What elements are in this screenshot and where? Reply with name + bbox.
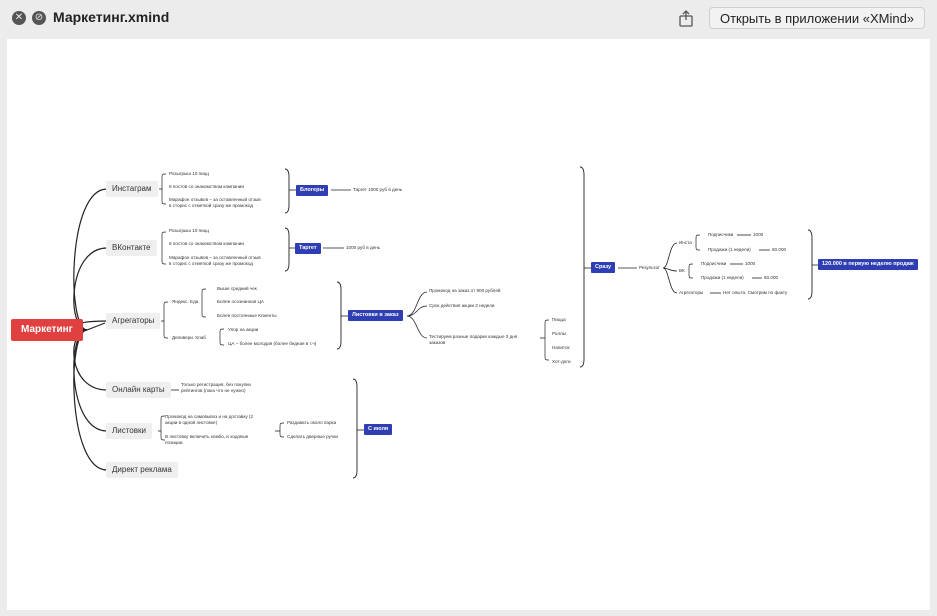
aggregators-note[interactable]: Нет опыта. Смотрим по факту (723, 290, 788, 295)
connector-line (688, 263, 694, 279)
connector-line (284, 168, 290, 214)
connector-line (201, 288, 207, 318)
connector-line (73, 247, 108, 331)
connector-line (336, 281, 342, 350)
branch-vkontakte[interactable]: ВКонтакте (106, 240, 157, 256)
yandex-item[interactable]: Более осознанная ЦА (217, 299, 264, 304)
vk-item[interactable]: Розыгрыш 10 пицц (169, 228, 209, 233)
vk-sales[interactable]: Продажи (1 недели) (701, 275, 744, 280)
gift-item[interactable]: Роллы (552, 331, 566, 336)
insta-sales[interactable]: Продажи (1 недели) (708, 247, 751, 252)
root-topic[interactable]: Маркетинг (11, 319, 83, 341)
online-maps-note[interactable]: Только регистрация, без покупки рейтинго… (181, 382, 251, 393)
result-insta[interactable]: Инста (679, 240, 692, 245)
connector-line (161, 231, 167, 265)
summary-leaflets-in-order[interactable]: Листовки в заказ (348, 310, 403, 321)
connector-line (807, 229, 813, 300)
connector-line (352, 378, 358, 479)
instagram-item[interactable]: Розыгрыш 10 пицц (169, 171, 209, 176)
close-icon[interactable]: ✕ (12, 11, 26, 25)
branch-online-maps[interactable]: Онлайн карты (106, 382, 171, 398)
connector-line (579, 166, 585, 368)
summary-target[interactable]: Таргет (295, 243, 321, 254)
branch-direct-ads[interactable]: Директ реклама (106, 462, 178, 478)
insta-subscribers[interactable]: Подписчики (708, 232, 734, 237)
share-icon[interactable] (677, 9, 695, 27)
instagram-note[interactable]: Таргет 1000 руб в день (353, 187, 403, 192)
block-icon[interactable]: ⊘ (32, 11, 46, 25)
summary-immediately[interactable]: Сразу (591, 262, 616, 273)
connector-line (662, 267, 678, 272)
vk-subscribers[interactable]: Подписчики (701, 261, 727, 266)
vk-item[interactable]: Марафон отзывов – за оставленный отзыв в… (169, 255, 261, 266)
gift-item[interactable]: Хот-доги (552, 359, 571, 364)
aggregator-delivery[interactable]: Деливери. Клаб (172, 335, 206, 340)
connector-line (163, 301, 169, 339)
vk-sales-value[interactable]: 60.000 (764, 275, 779, 280)
open-in-xmind-button[interactable]: Открыть в приложении «XMind» (709, 7, 925, 29)
connector-line (662, 267, 678, 294)
insta-subscribers-value[interactable]: 1000 (753, 232, 764, 237)
branch-instagram[interactable]: Инстаграм (106, 181, 158, 197)
connector-line (161, 173, 167, 205)
yandex-item[interactable]: Выше средний чек (217, 286, 257, 291)
summary-final-sales[interactable]: 120.000 в первую неделю продаж (818, 259, 918, 270)
gift-item[interactable]: Напиток (552, 345, 570, 350)
result-aggregators[interactable]: Агрегаторы (679, 290, 704, 295)
connector-line (406, 305, 428, 317)
leaflets-item[interactable]: Промокод на самовывоз и на доставку (2 а… (165, 414, 254, 425)
vk-note[interactable]: 1000 руб в день (346, 245, 381, 250)
delivery-item[interactable]: Упор на акции (228, 327, 259, 332)
result-topic[interactable]: Результат (639, 265, 660, 270)
connector-line (406, 315, 428, 339)
leaflets-action[interactable]: Раздавать около парка (287, 420, 337, 425)
insta-sales-value[interactable]: 60.000 (772, 247, 787, 252)
leaflets-item[interactable]: В листовку включить комбо, и ходовые поз… (165, 434, 249, 445)
delivery-item[interactable]: ЦА – более молодая (более бедная в т.ч) (228, 341, 317, 346)
aggregator-yandex[interactable]: Яндекс. Еда (172, 299, 199, 304)
title-bar: ✕ ⊘ Маркетинг.xmind Открыть в приложении… (0, 0, 937, 38)
connector-line (544, 319, 550, 361)
connector-line (695, 234, 701, 251)
connector-line (284, 227, 290, 272)
order-item[interactable]: Тестируем разные подарки каждые 3 дня за… (429, 334, 518, 345)
connector-line (219, 328, 225, 346)
connector-line (160, 415, 166, 441)
connector-line (662, 242, 678, 269)
connector-line (86, 322, 106, 331)
window-title: Маркетинг.xmind (53, 9, 170, 25)
branch-aggregators[interactable]: Агрегаторы (106, 313, 161, 329)
connector-line (73, 329, 108, 471)
gift-item[interactable]: Пицца (552, 317, 566, 322)
connector-line (279, 422, 285, 438)
vk-item[interactable]: 8 постов со знакомством компании (169, 241, 244, 246)
instagram-item[interactable]: Марафон отзывов – за оставленный отзыв в… (169, 197, 261, 208)
branch-leaflets[interactable]: Листовки (106, 423, 152, 439)
leaflets-action[interactable]: Сделать дверные ручки (287, 434, 338, 439)
connector-line (406, 291, 428, 317)
vk-subscribers-value[interactable]: 1000 (745, 261, 756, 266)
order-item[interactable]: Промокод на заказ от 900 рублей (429, 288, 501, 293)
instagram-item[interactable]: 8 постов со знакомством компании (169, 184, 244, 189)
summary-from-july[interactable]: С июля (364, 424, 393, 435)
summary-bloggers[interactable]: Блогеры (296, 185, 329, 196)
yandex-item[interactable]: Более постоянные Клиенты (217, 313, 277, 318)
order-item[interactable]: Срок действия акции 2 недели (429, 303, 495, 308)
connector-line (73, 329, 108, 432)
result-vk[interactable]: ВК (679, 268, 685, 273)
connector-line (73, 188, 108, 331)
